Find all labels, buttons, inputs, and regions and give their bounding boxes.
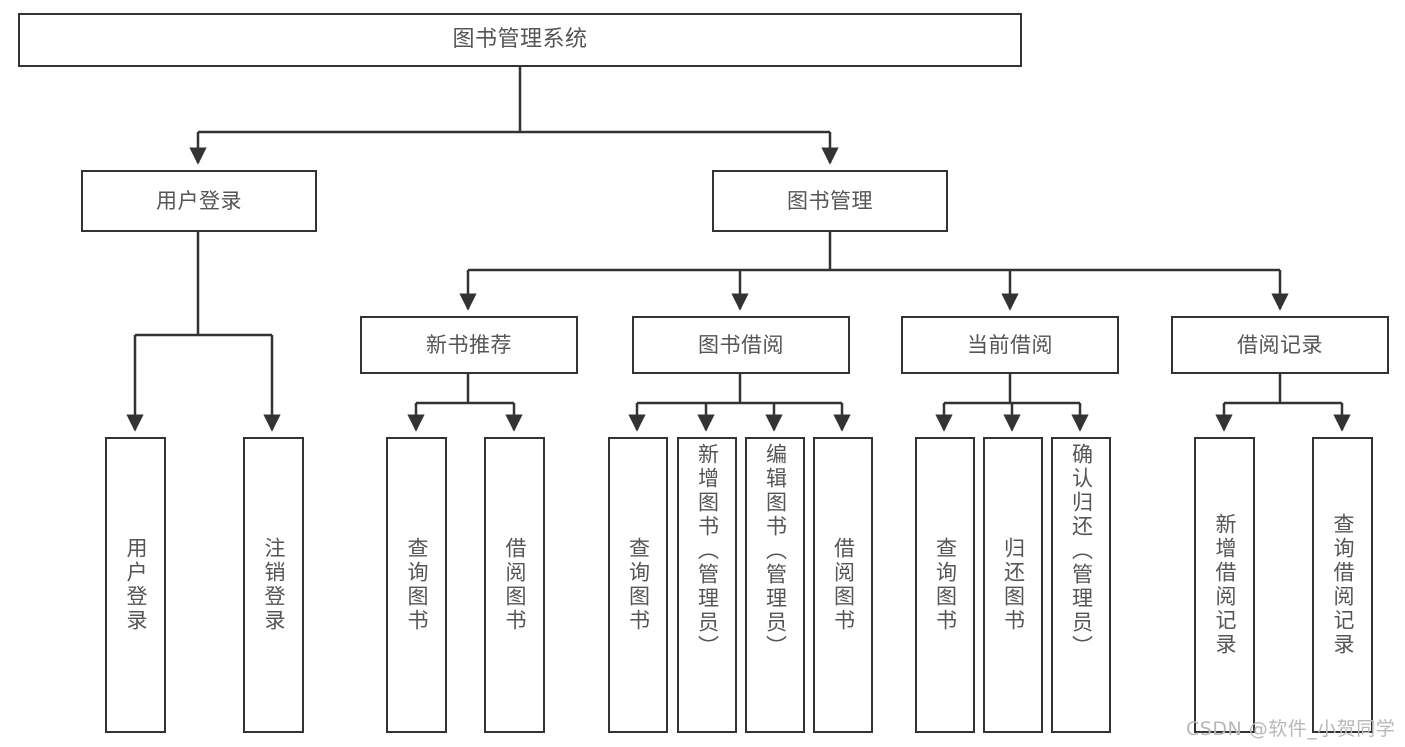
- csdn-watermark: CSDN @软件_小贺同学: [1186, 718, 1396, 740]
- node-new-book-recommendation[interactable]: 新书推荐: [360, 316, 578, 374]
- node-label: 图书管理: [787, 188, 873, 213]
- leaf-user-login-logout[interactable]: 注销登录: [243, 437, 304, 733]
- leaf-current-return-books[interactable]: 归还图书: [983, 437, 1043, 733]
- node-label: 图书管理系统: [452, 27, 588, 53]
- leaf-current-confirm-return-admin[interactable]: 确认归还（管理员）: [1051, 437, 1111, 733]
- leaf-new-book-query-books[interactable]: 查询图书: [386, 437, 447, 733]
- node-label: 用户登录: [124, 537, 148, 633]
- leaf-user-login-login[interactable]: 用户登录: [105, 437, 166, 733]
- node-user-login[interactable]: 用户登录: [81, 170, 317, 232]
- node-label: 查询图书: [626, 537, 651, 633]
- node-label: 图书借阅: [698, 332, 784, 357]
- node-current-borrow[interactable]: 当前借阅: [901, 316, 1119, 374]
- node-label: 查询图书: [405, 537, 429, 633]
- leaf-borrow-query-books[interactable]: 查询图书: [608, 437, 668, 733]
- leaf-record-add-borrow-record[interactable]: 新增借阅记录: [1194, 437, 1255, 733]
- node-book-borrow[interactable]: 图书借阅: [632, 316, 850, 374]
- leaf-borrow-add-book-admin[interactable]: 新增图书（管理员）: [677, 437, 737, 733]
- node-label: 新增借阅记录: [1213, 513, 1237, 657]
- leaf-borrow-borrow-books[interactable]: 借阅图书: [813, 437, 873, 733]
- node-label: 查询借阅记录: [1331, 513, 1355, 657]
- leaf-new-book-borrow-books[interactable]: 借阅图书: [484, 437, 545, 733]
- node-borrow-record[interactable]: 借阅记录: [1171, 316, 1389, 374]
- node-label: 用户登录: [156, 188, 242, 213]
- node-label: 借阅图书: [831, 537, 856, 633]
- node-label: 借阅记录: [1237, 332, 1323, 357]
- node-label: 新增图书（管理员）: [695, 443, 720, 659]
- node-book-management[interactable]: 图书管理: [712, 170, 948, 232]
- node-label: 当前借阅: [967, 332, 1053, 357]
- node-label: 编辑图书（管理员）: [763, 443, 788, 659]
- node-label: 确认归还（管理员）: [1069, 443, 1094, 659]
- node-label: 归还图书: [1001, 537, 1026, 633]
- leaf-borrow-edit-book-admin[interactable]: 编辑图书（管理员）: [745, 437, 805, 733]
- node-label: 查询图书: [933, 537, 958, 633]
- node-root-book-management-system[interactable]: 图书管理系统: [18, 13, 1022, 67]
- node-label: 注销登录: [262, 537, 286, 633]
- leaf-current-query-books[interactable]: 查询图书: [915, 437, 975, 733]
- leaf-record-query-borrow-record[interactable]: 查询借阅记录: [1312, 437, 1373, 733]
- node-label: 借阅图书: [503, 537, 527, 633]
- node-label: 新书推荐: [426, 332, 512, 357]
